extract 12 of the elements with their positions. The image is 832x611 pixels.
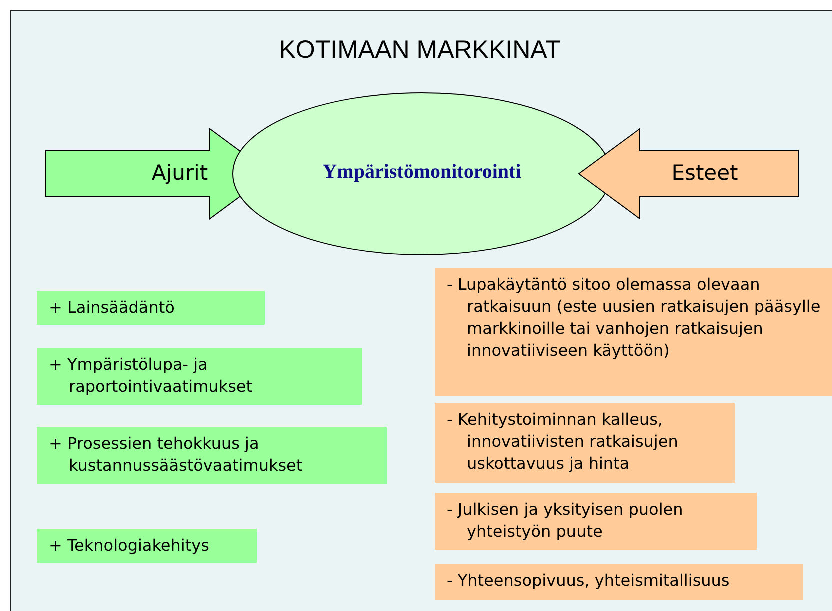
- arrow-label: Ajurit: [150, 161, 210, 185]
- text-box: - Kehitystoiminnan kalleus, innovatiivisten ratkaisujen uskottavuus ja hinta: [435, 403, 735, 483]
- text-box: + Prosessien tehokkuus ja kustannussäästövaatimukset: [37, 427, 387, 484]
- text-box: - Lupakäytäntö sitoo olemassa olevaan ratkaisuun (este uusien ratkaisujen pääsylle markkinoille tai vanhojen ratkaisujen innovatiiviseen käyttöön): [435, 268, 832, 396]
- text-box: - Julkisen ja yksityisen puolen yhteistyön puute: [435, 493, 757, 550]
- arrow-label: Esteet: [670, 161, 740, 185]
- title: KOTIMAAN MARKKINAT: [278, 36, 562, 65]
- text-box: + Lainsäädäntö: [37, 291, 265, 325]
- text-box: - Yhteensopivuus, yhteismitallisuus: [435, 564, 803, 600]
- ellipse-label: Ympäristömonitorointi: [322, 161, 522, 184]
- text-box: + Ympäristölupa- ja raportointivaatimukset: [37, 348, 362, 405]
- text-box: + Teknologiakehitys: [37, 529, 257, 563]
